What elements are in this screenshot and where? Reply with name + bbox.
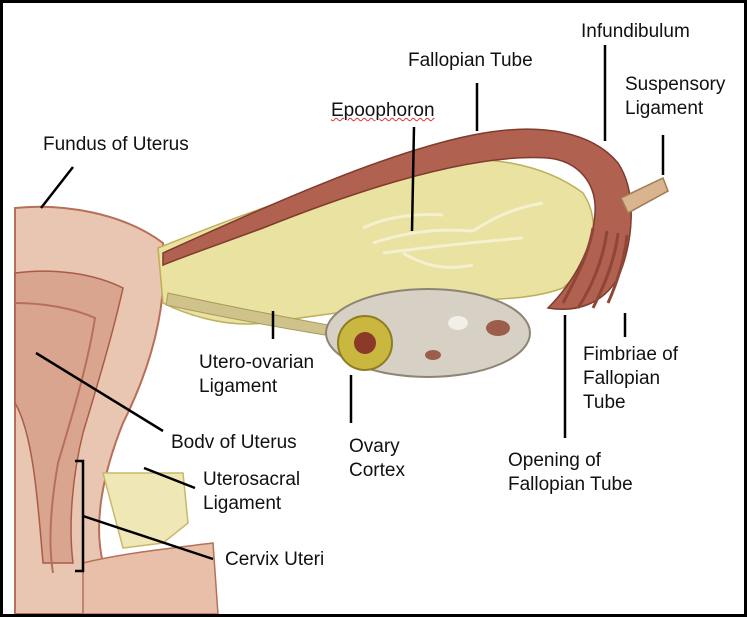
- label-suspensory-ligament: Suspensory Ligament: [625, 73, 725, 121]
- suspensory-ligament-shape: [621, 178, 668, 213]
- label-opening-of-tube: Opening of Fallopian Tube: [508, 449, 633, 497]
- label-fundus: Fundus of Uterus: [43, 133, 189, 157]
- label-utero-ovarian-ligament: Utero-ovarian Ligament: [199, 351, 314, 399]
- ovary-cyst: [486, 320, 510, 336]
- leader-fundus: [41, 167, 73, 208]
- label-body-of-uterus: Bodv of Uterus: [171, 431, 297, 455]
- label-ovary-cortex: Ovary Cortex: [349, 435, 405, 483]
- label-uterosacral-ligament: Uterosacral Ligament: [203, 468, 300, 516]
- label-infundibulum: Infundibulum: [581, 20, 690, 44]
- ovary-follicle-center: [354, 332, 376, 354]
- label-fallopian-tube: Fallopian Tube: [408, 49, 533, 73]
- ovary-spot: [448, 316, 468, 330]
- label-fimbriae: Fimbriae of Fallopian Tube: [583, 343, 678, 415]
- ovary-cyst: [425, 350, 441, 360]
- label-epoophoron: Epoophoron: [331, 99, 435, 123]
- label-cervix: Cervix Uteri: [225, 548, 324, 572]
